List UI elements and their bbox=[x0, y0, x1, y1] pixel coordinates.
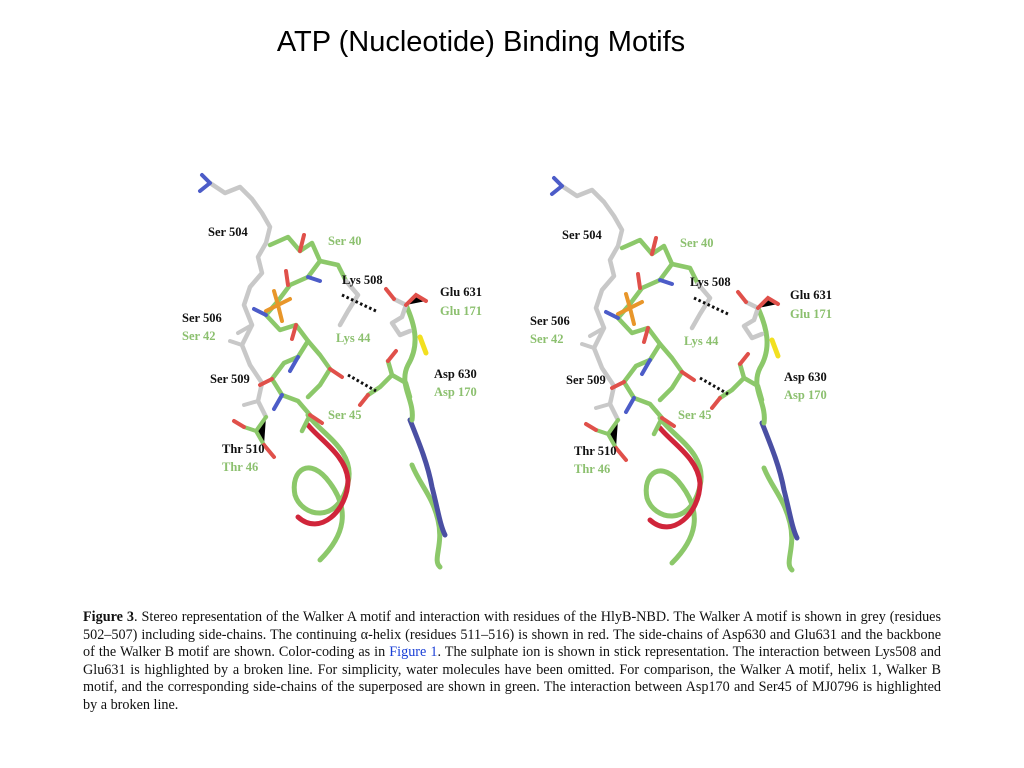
label-lys508: Lys 508 bbox=[342, 273, 383, 287]
label-ser42: Ser 42 bbox=[182, 329, 215, 343]
label-lys44: Lys 44 bbox=[336, 331, 371, 345]
label-ser509: Ser 509 bbox=[566, 373, 606, 387]
label-ser45: Ser 45 bbox=[328, 408, 361, 422]
label-lys44: Lys 44 bbox=[684, 334, 719, 348]
label-ser506: Ser 506 bbox=[530, 314, 570, 328]
right-stereo-panel: Ser 504 Ser 40 Lys 508 Glu 631 Glu 171 S… bbox=[530, 178, 832, 570]
label-ser504: Ser 504 bbox=[208, 225, 248, 239]
slide-title: ATP (Nucleotide) Binding Motifs bbox=[276, 26, 686, 58]
label-thr510: Thr 510 bbox=[574, 444, 617, 458]
label-thr46: Thr 46 bbox=[574, 462, 610, 476]
label-asp630: Asp 630 bbox=[784, 370, 827, 384]
caption-figure1-link[interactable]: Figure 1 bbox=[389, 644, 438, 661]
label-asp630: Asp 630 bbox=[434, 367, 477, 381]
label-glu631: Glu 631 bbox=[790, 288, 832, 302]
stereo-figure: Ser 504 Ser 40 Lys 508 Glu 631 Glu 171 S… bbox=[170, 165, 860, 575]
label-ser42: Ser 42 bbox=[530, 332, 563, 346]
label-glu171: Glu 171 bbox=[440, 304, 482, 318]
label-thr46: Thr 46 bbox=[222, 460, 258, 474]
label-ser40: Ser 40 bbox=[680, 236, 713, 250]
label-asp170: Asp 170 bbox=[434, 385, 477, 399]
label-ser506: Ser 506 bbox=[182, 311, 222, 325]
caption-text-part2: . The sulphate ion is shown in stick rep… bbox=[83, 644, 942, 713]
label-glu631: Glu 631 bbox=[440, 285, 482, 299]
label-ser40: Ser 40 bbox=[328, 234, 361, 248]
label-thr510: Thr 510 bbox=[222, 442, 265, 456]
label-ser509: Ser 509 bbox=[210, 372, 250, 386]
stereo-figure-svg: Ser 504 Ser 40 Lys 508 Glu 631 Glu 171 S… bbox=[182, 165, 832, 575]
label-ser504: Ser 504 bbox=[562, 228, 602, 242]
label-asp170: Asp 170 bbox=[784, 388, 827, 402]
figure-caption: Figure 3. Stereo representation of the W… bbox=[83, 609, 941, 715]
label-ser45: Ser 45 bbox=[678, 408, 711, 422]
label-lys508: Lys 508 bbox=[690, 275, 731, 289]
left-stereo-panel: Ser 504 Ser 40 Lys 508 Glu 631 Glu 171 S… bbox=[182, 175, 482, 567]
caption-figure-label: Figure 3 bbox=[83, 609, 134, 625]
label-glu171: Glu 171 bbox=[790, 307, 832, 321]
caption-text-part1: . Stereo representation of the Walker A … bbox=[83, 609, 941, 661]
